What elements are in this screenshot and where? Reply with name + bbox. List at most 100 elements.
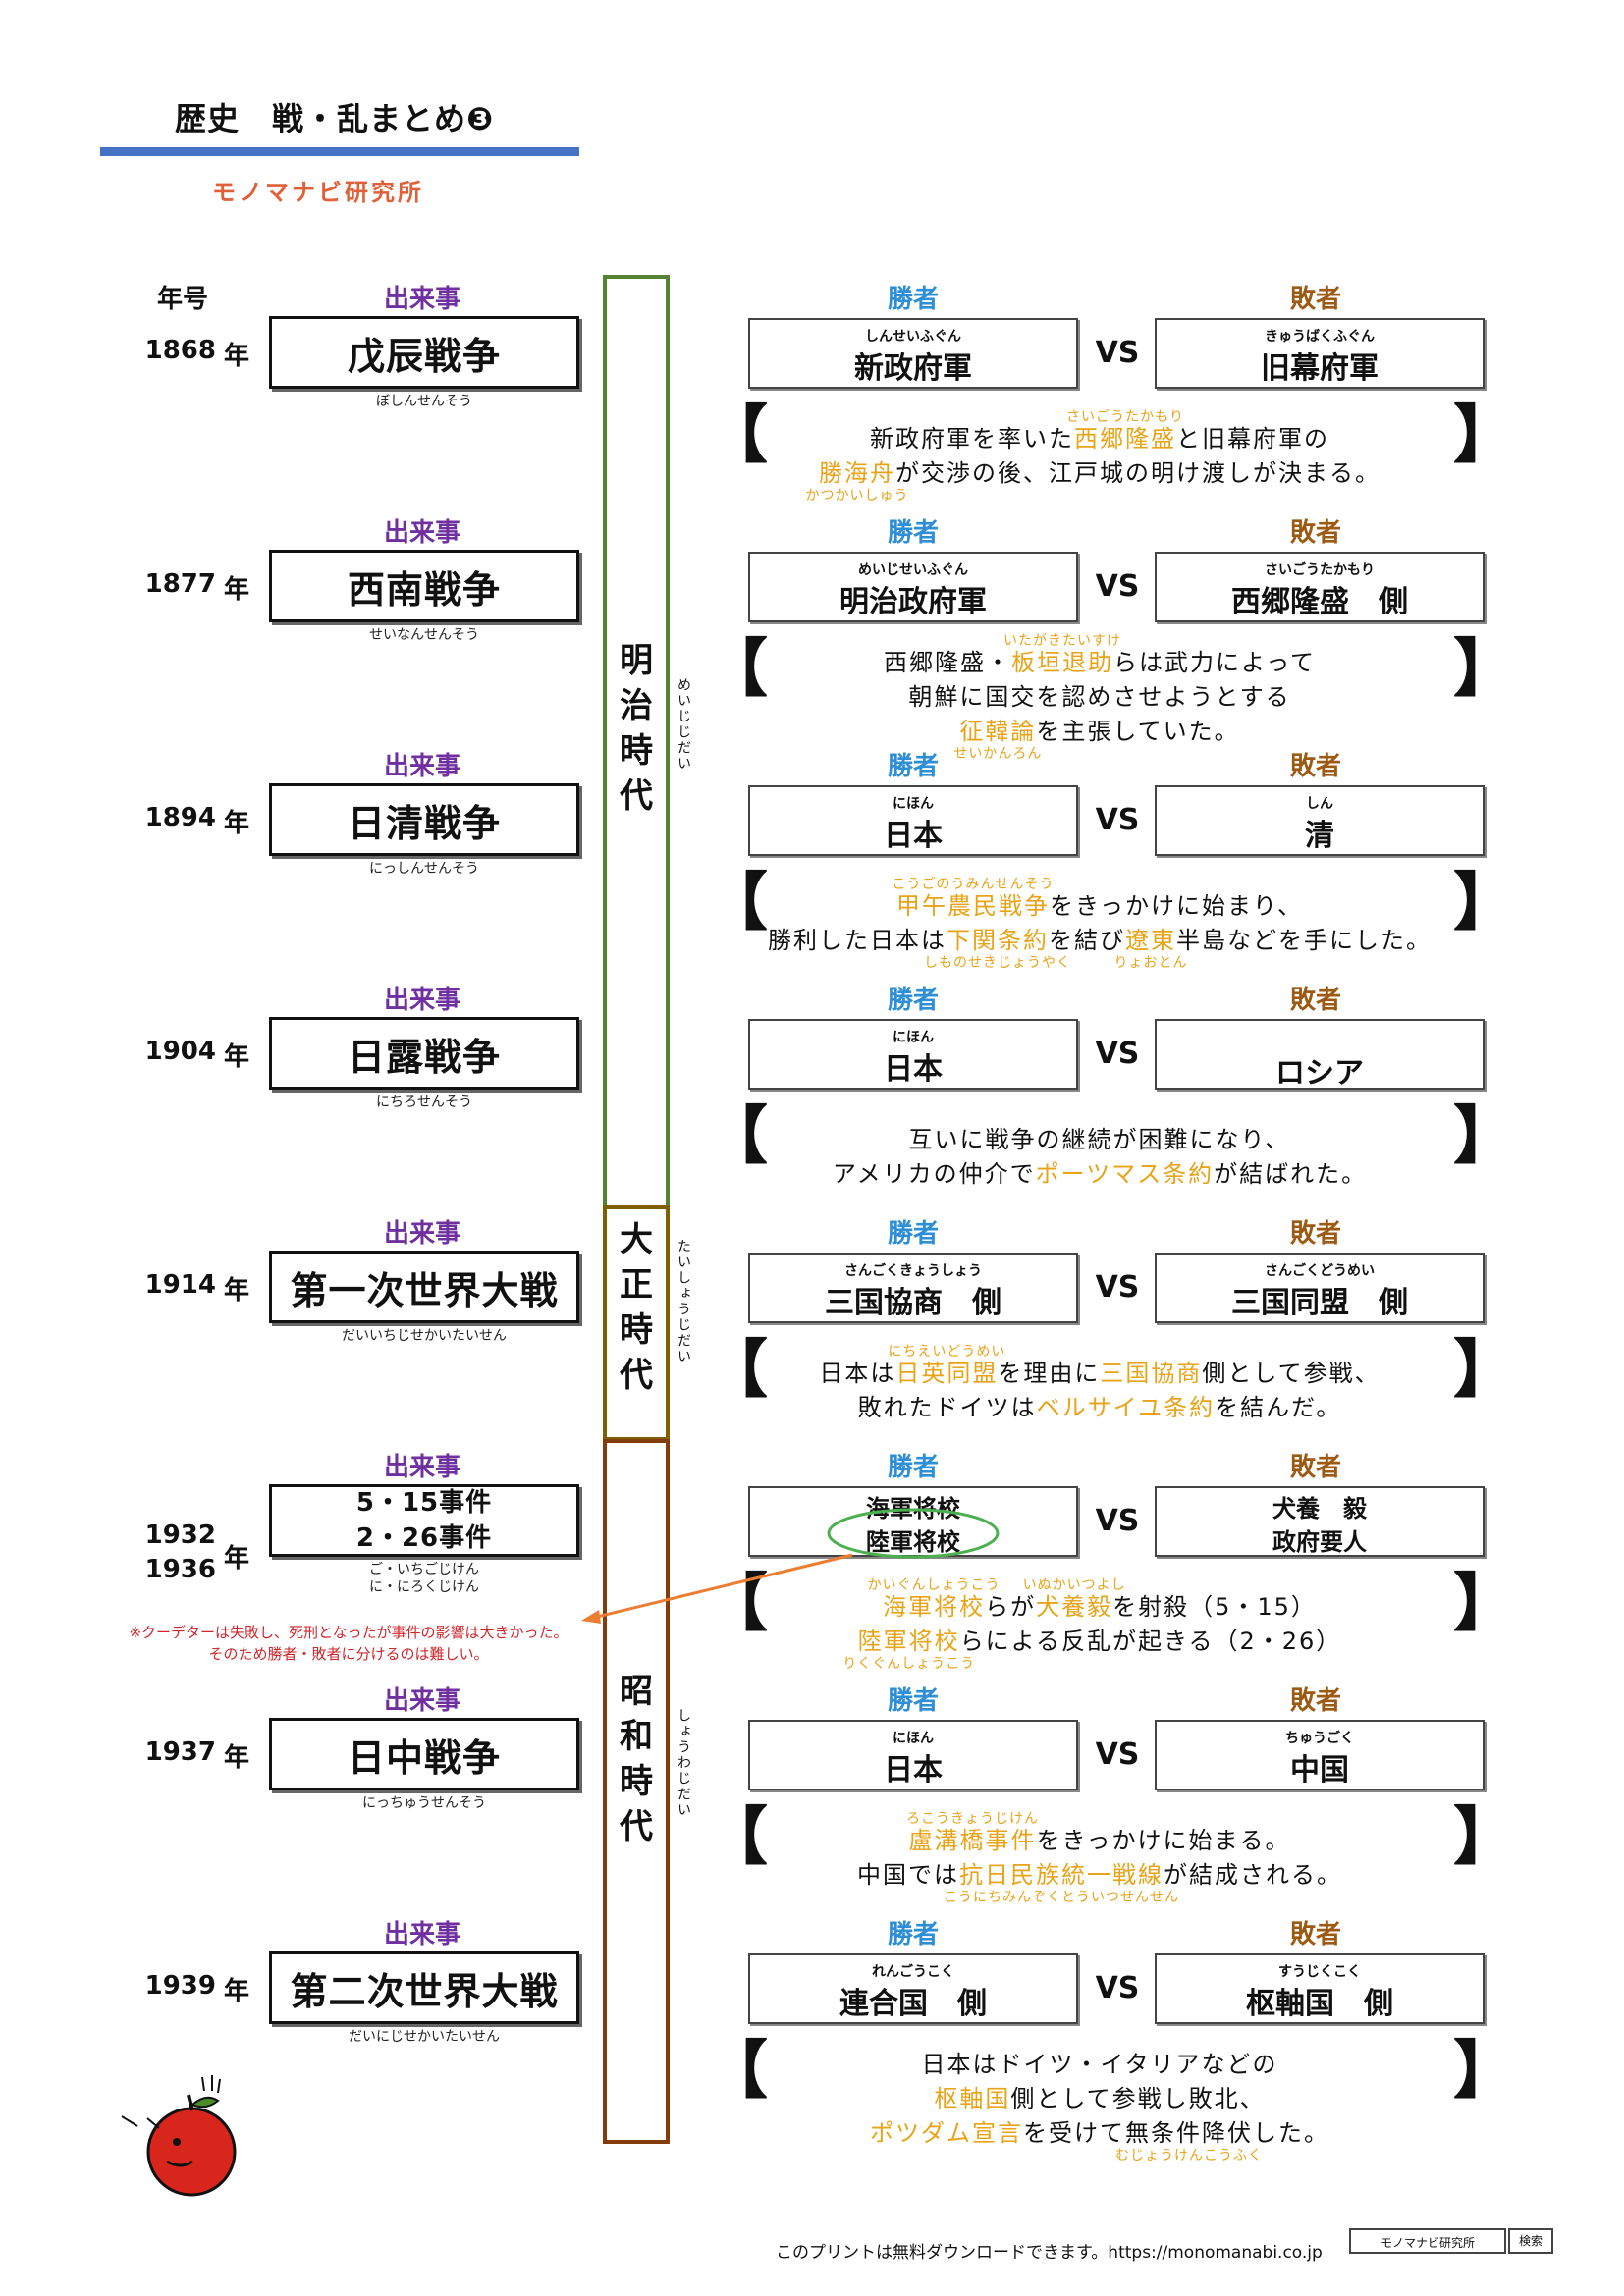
highlighted-term: 板垣退助 — [1010, 649, 1113, 676]
vs-label: VS — [1095, 336, 1140, 370]
reading-ruby: いたがきたいすけ — [1002, 633, 1121, 649]
loser-column-header: 敗者 — [1289, 752, 1341, 781]
highlighted-term: 盧溝橋事件 — [908, 1827, 1037, 1854]
description-text: が交渉の後、江戸城の明け渡しが決まる。 — [895, 459, 1380, 487]
footer-text: このプリントは無料ダウンロードできます。https://monomanabi.c… — [776, 2243, 1323, 2263]
reading-ruby: りくぐんしょうこう — [842, 1656, 976, 1672]
winner-names: 海軍将校陸軍将校 — [750, 1492, 1076, 1559]
reading-ruby: こうごのうみんせんそう — [892, 877, 1055, 892]
description-text: らによる反乱が起きる（2・26） — [959, 1628, 1342, 1655]
description-text: 日本はドイツ・イタリアなどの — [921, 2051, 1278, 2078]
vs-label: VS — [1095, 569, 1140, 604]
highlighted-term: 甲午農民戦争 — [895, 892, 1050, 920]
term-with-reading: 海軍将校かいぐんしょうこう — [868, 1578, 1000, 1625]
year-unit: 年 — [224, 1743, 250, 1773]
winner-column-header: 勝者 — [887, 518, 939, 548]
description-text: らは武力によって — [1112, 649, 1317, 676]
description-line: 朝鮮に国交を認めさせようとする — [746, 680, 1453, 715]
winner-box: にほん日本 — [748, 1019, 1078, 1090]
site-logo: モノマナビ研究所 — [212, 179, 424, 206]
reading-ruby: むじょうけんこうふく — [1115, 2148, 1263, 2163]
bracket-right: 】 — [1453, 1100, 1516, 1173]
loser-name: ロシア — [1275, 1056, 1364, 1091]
year-unit: 年 — [224, 1544, 250, 1574]
year-value: 1932 — [144, 1521, 216, 1550]
description-text: 互いに戦争の継続が困難になり、 — [908, 1126, 1291, 1153]
description-line: 日本は日英同盟にちえいどうめいを理由に三国協商側として参戦、 — [746, 1345, 1453, 1391]
description-line: 勝利した日本は下関条約しものせきじょうやくを結び遼東りょおとん半島などを手にした… — [746, 924, 1453, 970]
bracket-right: 】 — [1453, 1568, 1516, 1640]
loser-column-header: 敗者 — [1289, 1686, 1341, 1716]
description-text: 朝鮮に国交を認めさせようとする — [908, 683, 1291, 711]
winner-box: れんごうこく連合国 側 — [748, 1953, 1078, 2024]
winner-box: にほん日本 — [748, 785, 1078, 856]
title-underline — [100, 147, 579, 156]
loser-ruby: きゅうばくふぐん — [1265, 329, 1375, 345]
description-text: 半島などを手にした。 — [1176, 927, 1432, 954]
loser-box: 犬養 毅政府要人 — [1155, 1486, 1485, 1557]
year-unit: 年 — [224, 1977, 250, 2006]
winner-name: 明治政府軍 — [839, 585, 987, 619]
winner-column-header: 勝者 — [887, 1453, 939, 1482]
loser-name: 西郷隆盛 側 — [1231, 585, 1408, 619]
event-ruby: ぼしんせんそう — [376, 394, 472, 409]
loser-box: しん清 — [1155, 785, 1485, 856]
event-column-header: 出来事 — [383, 1686, 460, 1716]
winner-name: 三国協商 側 — [825, 1286, 1001, 1320]
note-arrow — [592, 1553, 853, 1620]
reading-ruby: にちえいどうめい — [888, 1344, 1006, 1360]
era-ruby: めいじじだい — [676, 677, 691, 772]
loser-box: ロシア — [1155, 1019, 1485, 1091]
loser-name: 枢軸国 側 — [1246, 1987, 1393, 2021]
search-box[interactable]: モノマナビ研究所 — [1349, 2228, 1506, 2254]
term-with-reading: 板垣退助いたがきたいすけ — [1003, 634, 1120, 680]
event-ruby: だいにじせかいたいせん — [349, 2029, 500, 2045]
reading-ruby: かいぐんしょうこう — [867, 1577, 1001, 1593]
winner-ruby: れんごうこく — [872, 1964, 954, 1980]
vs-label: VS — [1095, 1737, 1140, 1772]
term-with-reading: 盧溝橋事件ろこうきょうじけん — [906, 1812, 1038, 1858]
loser-column-header: 敗者 — [1289, 1920, 1341, 1949]
winner-ruby: しんせいふぐん — [865, 329, 961, 345]
bracket-right: 】 — [1453, 1334, 1516, 1407]
description-line: 互いに戦争の継続が困難になり、 — [746, 1123, 1453, 1157]
description-text: と旧幕府軍の — [1176, 425, 1329, 453]
event-name: 5・15事件 — [355, 1488, 493, 1518]
description-line: 陸軍将校りくぐんしょうこうらによる反乱が起きる（2・26） — [746, 1625, 1453, 1671]
event-ruby: せいなんせんそう — [369, 627, 479, 643]
winner-ruby: にほん — [893, 796, 934, 812]
apple-mascot-illustration — [121, 2075, 237, 2197]
event-name-box: 戊辰戦争 — [269, 316, 579, 389]
footnote: ※クーデターは失敗し、死刑となったが事件の影響は大きかった。 そのため勝者・敗者… — [98, 1622, 599, 1665]
event-ruby: に・にろくじけん — [369, 1579, 479, 1595]
bracket-left: 【 — [705, 1100, 768, 1173]
highlighted-term: 枢軸国 — [934, 2085, 1011, 2112]
search-button[interactable]: 検索 — [1508, 2228, 1553, 2254]
description-text: をきっかけに始まる。 — [1036, 1827, 1291, 1854]
description-text: アメリカの仲介で — [832, 1160, 1036, 1188]
reading-ruby: こうにちみんぞくとういつせんせん — [944, 1890, 1179, 1905]
winner-name: 日本 — [884, 1052, 943, 1087]
reading-ruby: せいかんろん — [953, 746, 1043, 762]
reading-ruby: いぬかいつよし — [1022, 1577, 1126, 1593]
era-label: 明治時代 — [620, 641, 653, 816]
event-description: 新政府軍を率いた西郷隆盛さいごうたかもりと旧幕府軍の勝海舟かつかいしゅうが交渉の… — [746, 410, 1453, 503]
event-column-header: 出来事 — [383, 1920, 460, 1949]
winner-box: 海軍将校陸軍将校 — [748, 1486, 1078, 1557]
winner-name: 新政府軍 — [854, 351, 972, 386]
year-unit: 年 — [224, 1042, 250, 1072]
description-text: を理由に — [998, 1360, 1101, 1387]
description-text: 敗れたドイツは — [857, 1394, 1037, 1421]
description-line: 甲午農民戦争こうごのうみんせんそうをきっかけに始まり、 — [746, 878, 1453, 924]
event-name-box: 第二次世界大戦 — [269, 1951, 579, 2024]
loser-ruby: すうじくこく — [1278, 1964, 1361, 1980]
highlighted-term: ポーツマス条約 — [1035, 1160, 1215, 1188]
event-description: 海軍将校かいぐんしょうこうらが犬養毅いぬかいつよしを射殺（5・15）陸軍将校りく… — [746, 1578, 1453, 1671]
term-with-reading: 遼東りょおとん — [1114, 924, 1187, 970]
highlighted-term: 下関条約 — [947, 927, 1049, 954]
loser-box: すうじくこく枢軸国 側 — [1155, 1953, 1485, 2024]
highlighted-term: ベルサイユ条約 — [1036, 1394, 1216, 1421]
event-name-box: 第一次世界大戦 — [269, 1251, 579, 1323]
